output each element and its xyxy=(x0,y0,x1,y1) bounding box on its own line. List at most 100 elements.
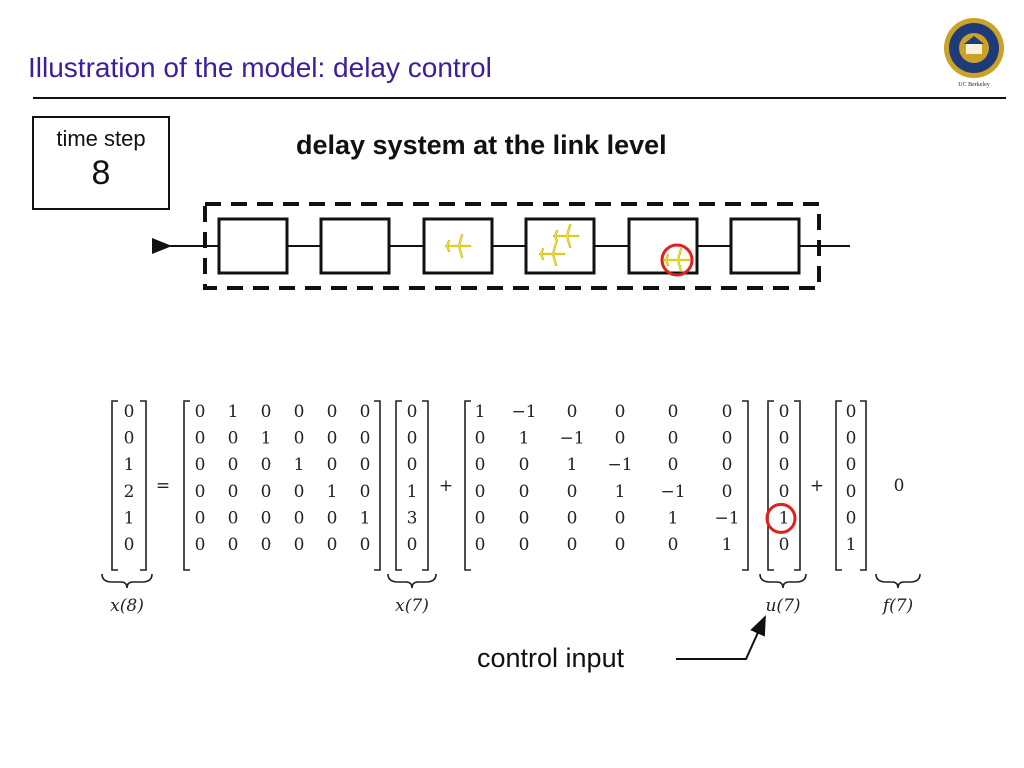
matrix-entry: 0 xyxy=(360,402,371,422)
highlight-circle xyxy=(660,243,694,277)
matrix-entry: 0 xyxy=(475,482,486,502)
matrix-entry: −1 xyxy=(607,455,632,475)
matrix-entry: 0 xyxy=(261,455,272,475)
highlight-circle xyxy=(765,502,797,534)
logo-caption: UC Berkeley xyxy=(958,82,990,88)
matrix-entry: 0 xyxy=(668,402,679,422)
matrix-entry: 0 xyxy=(407,455,418,475)
matrix-entry: −1 xyxy=(559,429,584,449)
matrix-entry: 0 xyxy=(846,429,857,449)
matrix-entry: 0 xyxy=(294,535,305,555)
matrix-entry: 1 xyxy=(407,482,418,502)
matrix-entry: 1 xyxy=(124,455,135,475)
matrix-entry: 1 xyxy=(722,535,733,555)
matrix-entry: 0 xyxy=(124,402,135,422)
matrix-entry: 0 xyxy=(722,482,733,502)
matrix-entry: 0 xyxy=(327,535,338,555)
matrix-entry: −1 xyxy=(660,482,685,502)
label-u7: u(7) xyxy=(765,596,800,616)
matrix-entry: 0 xyxy=(360,535,371,555)
time-step-label: time step xyxy=(56,126,146,151)
diagram-subtitle: delay system at the link level xyxy=(296,130,667,160)
matrix-entry: 0 xyxy=(779,429,790,449)
matrix-entry: 0 xyxy=(327,508,338,528)
matrix-entry: 1 xyxy=(261,429,272,449)
underbrace xyxy=(387,573,437,589)
matrix-entry: 1 xyxy=(519,429,530,449)
time-step-box: time step 8 xyxy=(32,116,170,210)
f-value: 0 xyxy=(894,476,905,496)
matrix-entry: 0 xyxy=(228,455,239,475)
matrix-entry: 0 xyxy=(668,455,679,475)
title-divider xyxy=(33,97,1006,99)
matrix-entry: 0 xyxy=(722,455,733,475)
matrix-entry: 0 xyxy=(228,429,239,449)
matrix-entry: 0 xyxy=(615,402,626,422)
matrix-entry: 1 xyxy=(846,535,857,555)
matrix-entry: 0 xyxy=(407,429,418,449)
matrix-entry: 0 xyxy=(195,535,206,555)
matrix-entry: 0 xyxy=(195,455,206,475)
matrix-entry: 0 xyxy=(722,429,733,449)
control-input-label: control input xyxy=(477,643,625,673)
matrix-entry: 0 xyxy=(615,429,626,449)
matrix-entry: 0 xyxy=(779,535,790,555)
matrix-entry: 0 xyxy=(228,535,239,555)
matrix-entry: 0 xyxy=(261,482,272,502)
matrix-entry: 0 xyxy=(519,508,530,528)
delay-cell xyxy=(319,217,391,275)
matrix-entry: 0 xyxy=(294,508,305,528)
matrix-entry: 0 xyxy=(519,535,530,555)
matrix-entry: 0 xyxy=(407,402,418,422)
matrix-entry: 1 xyxy=(615,482,626,502)
matrix-entry: 0 xyxy=(124,429,135,449)
matrix-entry: −1 xyxy=(511,402,536,422)
uc-berkeley-seal-icon xyxy=(944,18,1004,78)
matrix-entry: 0 xyxy=(294,429,305,449)
label-x8: x(8) xyxy=(110,596,144,616)
matrix-entry: 0 xyxy=(846,402,857,422)
matrix-entry: 0 xyxy=(327,429,338,449)
matrix-entry: 1 xyxy=(294,455,305,475)
matrix-entry: 0 xyxy=(195,508,206,528)
matrix-entry: 0 xyxy=(519,455,530,475)
matrix-entry: 1 xyxy=(360,508,371,528)
matrix-entry: 0 xyxy=(228,508,239,528)
matrix-entry: 0 xyxy=(195,429,206,449)
matrix-entry: 0 xyxy=(261,535,272,555)
matrix-entry: 0 xyxy=(668,429,679,449)
slide-title: Illustration of the model: delay control xyxy=(28,52,492,83)
matrix-entry: 1 xyxy=(779,508,790,528)
matrix-entry: 0 xyxy=(779,402,790,422)
matrix-entry: 0 xyxy=(519,482,530,502)
matrix-entry: 1 xyxy=(567,455,578,475)
vector-u7: 0 0 0 0 1 0 xyxy=(767,400,801,571)
matrix-entry: 0 xyxy=(228,482,239,502)
matrix-entry: 0 xyxy=(722,402,733,422)
label-x7: x(7) xyxy=(395,596,429,616)
matrix-entry: 0 xyxy=(615,508,626,528)
matrix-entry: 0 xyxy=(779,455,790,475)
matrix-entry: 0 xyxy=(261,402,272,422)
matrix-entry: 0 xyxy=(475,455,486,475)
control-input-pointer xyxy=(676,615,766,660)
matrix-entry: 0 xyxy=(567,482,578,502)
matrix-entry: 0 xyxy=(615,535,626,555)
matrix-entry: 0 xyxy=(360,429,371,449)
matrix-entry: 2 xyxy=(124,482,135,502)
matrix-entry: 0 xyxy=(846,455,857,475)
delay-cell xyxy=(729,217,801,275)
matrix-entry: 0 xyxy=(124,535,135,555)
matrix-entry: 0 xyxy=(475,429,486,449)
delay-cell xyxy=(524,217,596,275)
matrix-entry: 0 xyxy=(407,535,418,555)
matrix-entry: 0 xyxy=(779,482,790,502)
matrix-entry: 0 xyxy=(567,508,578,528)
equation-labels: x(8)x(7)u(7)f(7) xyxy=(101,573,921,616)
underbrace xyxy=(759,573,807,589)
time-step-value: 8 xyxy=(91,154,111,192)
